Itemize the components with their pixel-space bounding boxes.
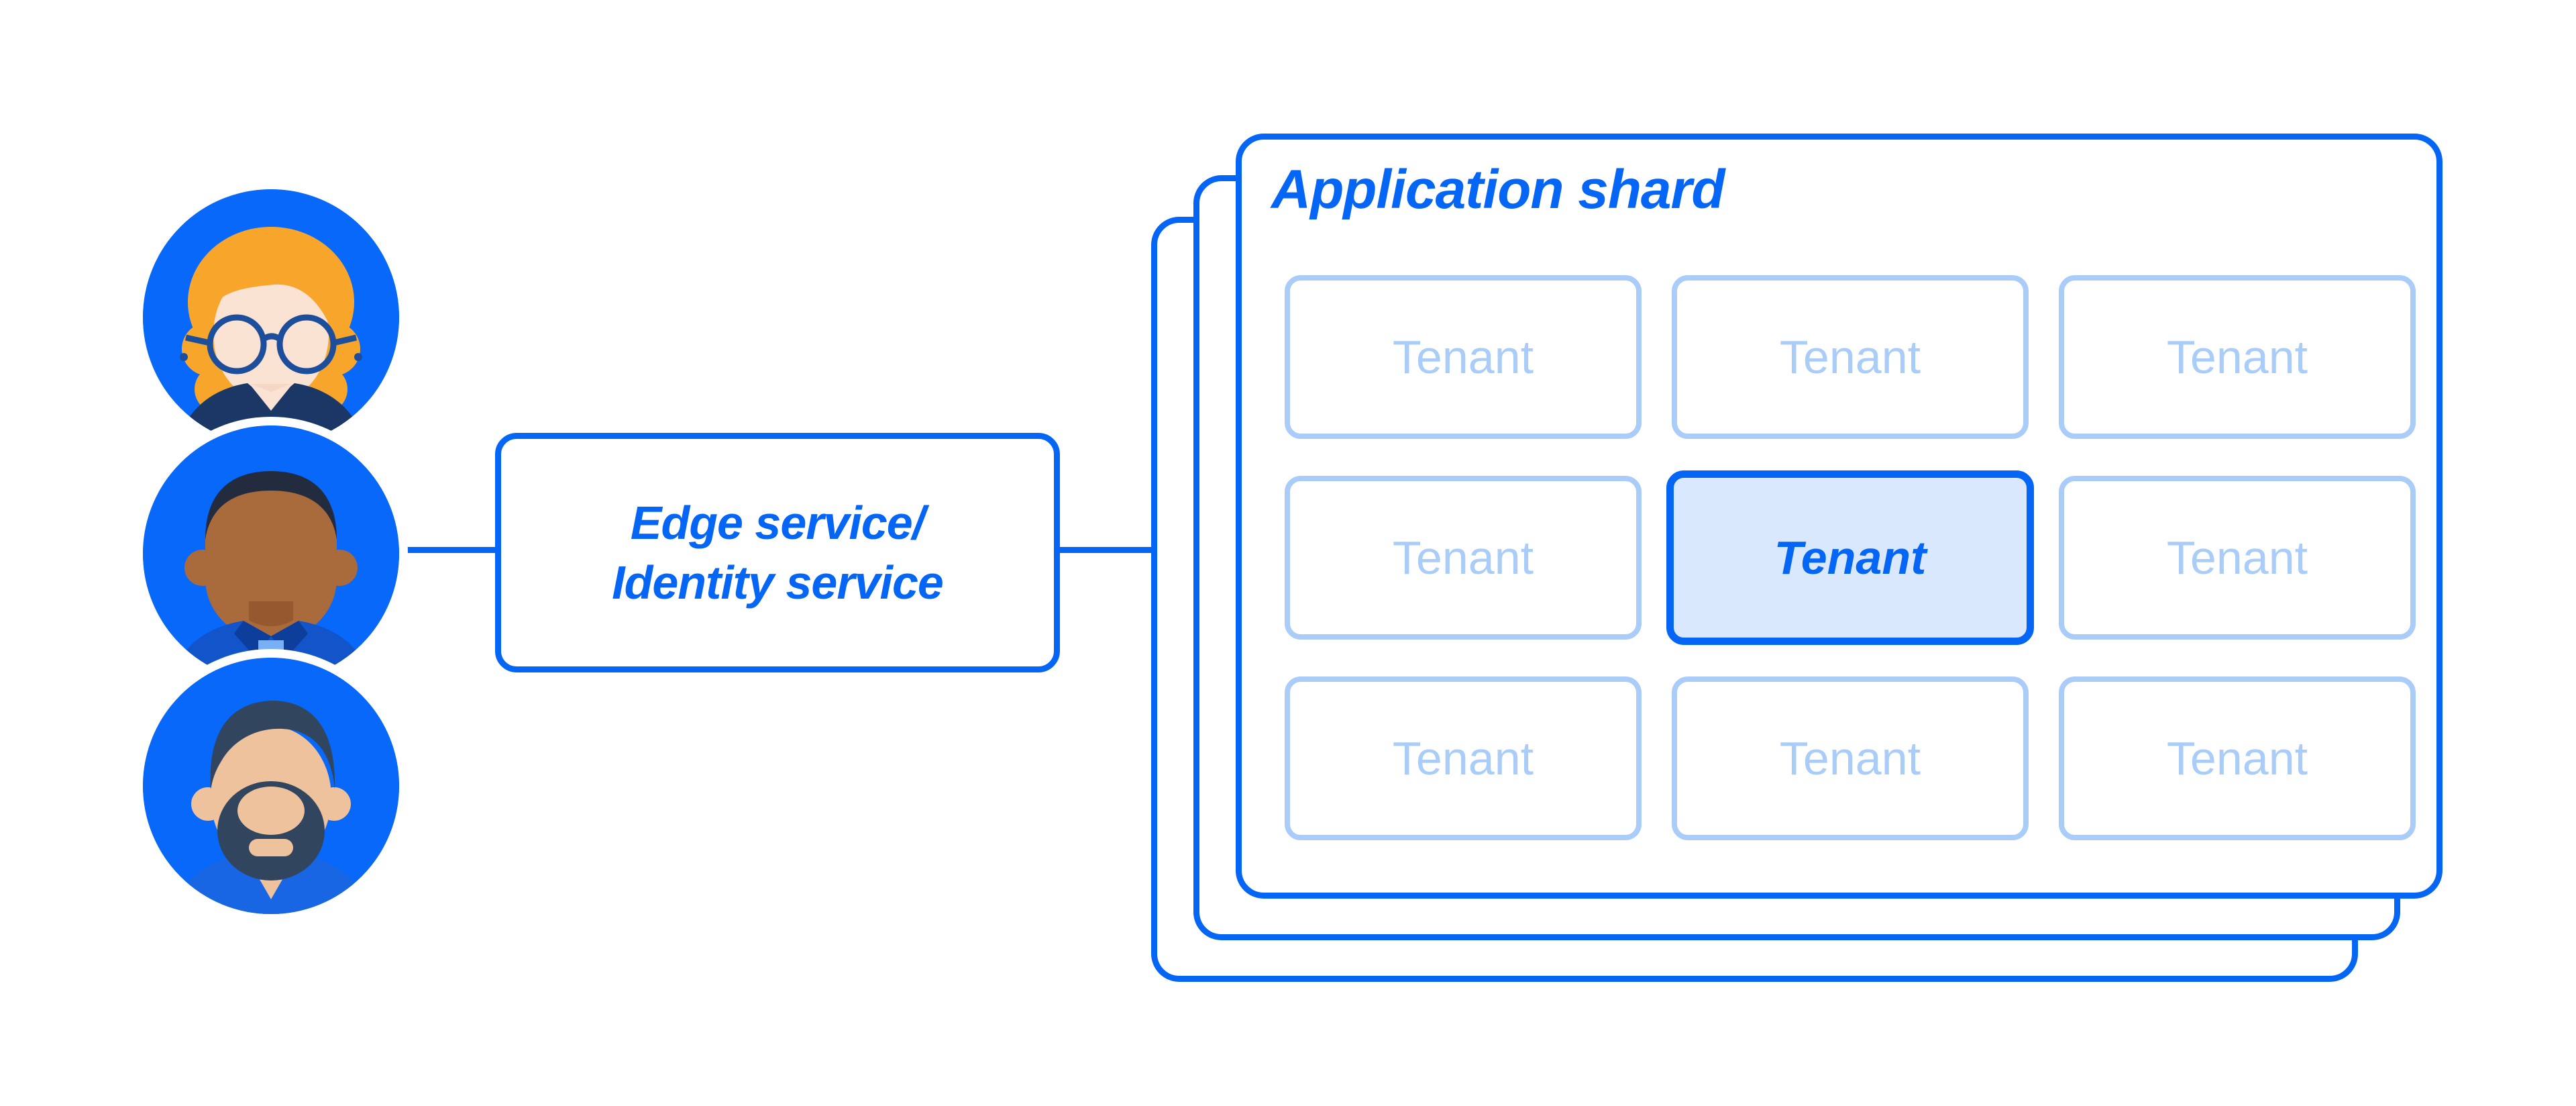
tenant-box: Tenant — [1672, 676, 2029, 840]
tenant-box: Tenant — [1285, 476, 1642, 640]
tenant-box: Tenant — [2059, 676, 2416, 840]
tenant-box: Tenant — [1285, 676, 1642, 840]
application-shard-card-front: Application shard Tenant Tenant Tenant T… — [1236, 134, 2443, 899]
avatar-bearded-man — [134, 649, 408, 923]
tenant-box: Tenant — [1672, 275, 2029, 439]
connector-edge-service-to-shard — [1057, 547, 1157, 553]
edge-service-label-line2: Identity service — [612, 556, 944, 609]
application-shard-title: Application shard — [1271, 159, 1725, 220]
tenant-box: Tenant — [1285, 275, 1642, 439]
tenant-box: Tenant — [2059, 275, 2416, 439]
edge-service-label-line1: Edge service/ — [630, 497, 925, 550]
man-icon — [143, 425, 399, 682]
tenant-grid: Tenant Tenant Tenant Tenant Tenant Tenan… — [1285, 275, 2416, 840]
avatar-woman-glasses — [134, 181, 408, 454]
tenant-box-highlighted: Tenant — [1666, 470, 2034, 645]
tenant-box: Tenant — [2059, 476, 2416, 640]
edge-identity-service-box: Edge service/ Identity service — [495, 433, 1060, 672]
connector-users-to-edge-service — [400, 547, 498, 553]
bearded-man-icon — [143, 658, 399, 914]
woman-with-glasses-icon — [143, 189, 399, 446]
